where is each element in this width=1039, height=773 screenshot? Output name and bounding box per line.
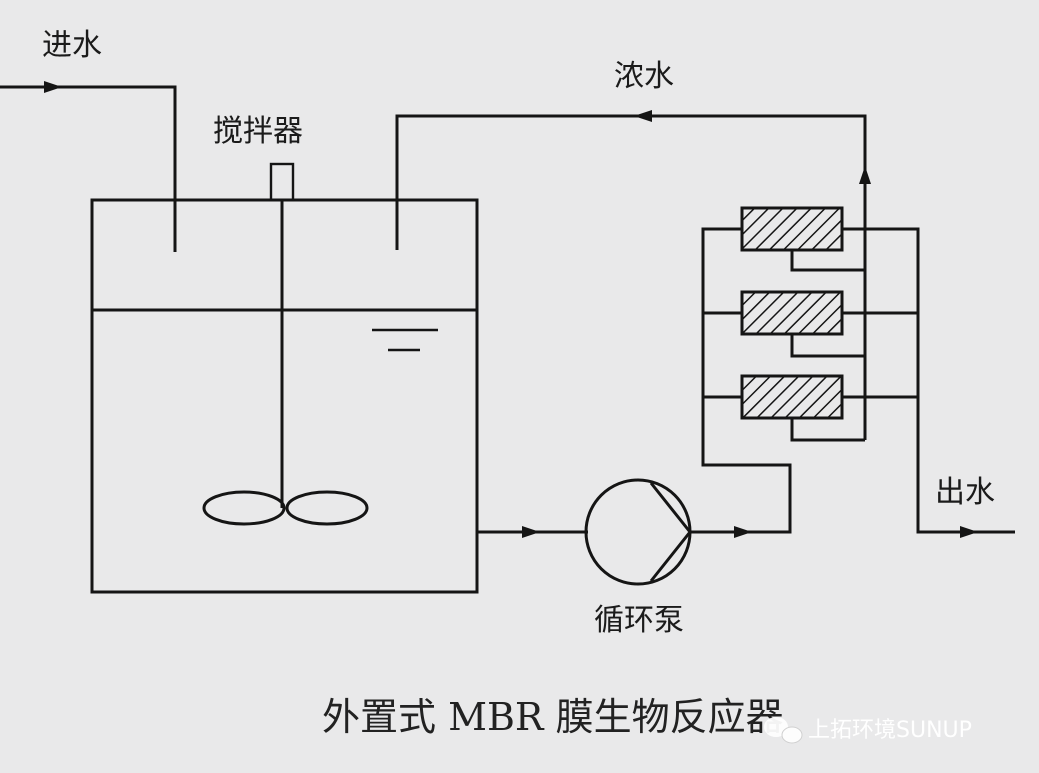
concentrate-label: 浓水 — [614, 59, 674, 94]
concentrate-up-arrow-icon — [859, 166, 871, 184]
wechat-icon — [764, 717, 803, 744]
impeller-blade-left — [202, 490, 286, 526]
outlet-arrow-icon — [960, 526, 978, 538]
diagram-caption: 外置式 MBR 膜生物反应器 — [322, 695, 784, 739]
concentrate-arrow-icon — [634, 110, 652, 122]
tank-to-pump-pipe — [477, 526, 588, 538]
membrane-module-3 — [740, 374, 844, 420]
membrane-module-1 — [740, 206, 844, 252]
watermark: 上拓环境SUNUP — [764, 717, 972, 744]
outlet-label: 出水 — [935, 475, 995, 510]
impeller-blade-right — [285, 490, 369, 526]
circulation-pump — [584, 478, 692, 586]
inlet-arrow-icon — [44, 81, 62, 93]
reactor-tank — [90, 198, 479, 594]
pump-to-membrane-pipe — [690, 227, 792, 538]
mixer — [202, 162, 369, 526]
pump-label: 循环泵 — [594, 603, 684, 638]
membrane-module-2 — [740, 290, 844, 336]
membrane-modules — [740, 206, 844, 420]
concentrate-collectors — [790, 250, 865, 442]
concentrate-return-pipe — [395, 110, 871, 440]
permeate-outlet-pipe — [842, 227, 1015, 538]
inlet-label: 进水 — [42, 28, 102, 63]
mixer-label: 搅拌器 — [213, 114, 303, 149]
watermark-text: 上拓环境SUNUP — [808, 718, 972, 743]
mixer-motor — [269, 162, 295, 202]
flow-arrow-icon-2 — [734, 526, 752, 538]
flow-arrow-icon — [522, 526, 540, 538]
inlet-pipe — [0, 81, 177, 252]
water-level-symbol — [372, 328, 438, 352]
